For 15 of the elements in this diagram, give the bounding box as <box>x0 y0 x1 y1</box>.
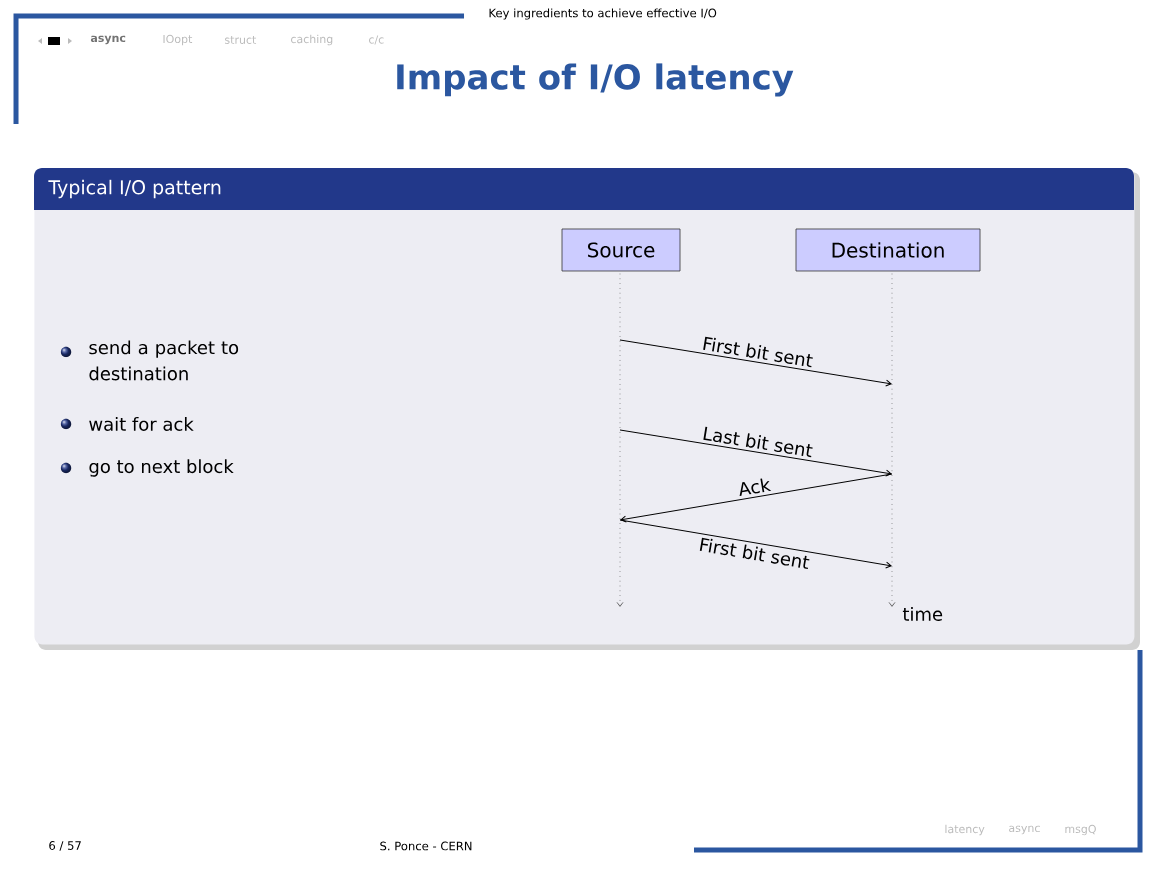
bullet-text: go to next block <box>89 459 234 477</box>
edge-label: Ack <box>739 478 772 497</box>
lifeline-box: Destination <box>795 228 981 272</box>
bullet-text: wait for ack <box>89 417 194 431</box>
slide-title: Impact of I/O latency <box>397 63 794 97</box>
arrow <box>620 473 893 523</box>
edge-label: First bit sent <box>699 537 810 570</box>
arrow <box>619 519 892 569</box>
axis-label: time <box>902 607 943 621</box>
arrow <box>619 339 892 387</box>
arrow <box>619 429 892 477</box>
bullet-text: send a packet to destination <box>89 340 239 381</box>
edge-label: First bit sent <box>703 336 813 368</box>
lifeline-box: Source <box>561 228 681 272</box>
edge-label: Last bit sent <box>703 426 813 458</box>
